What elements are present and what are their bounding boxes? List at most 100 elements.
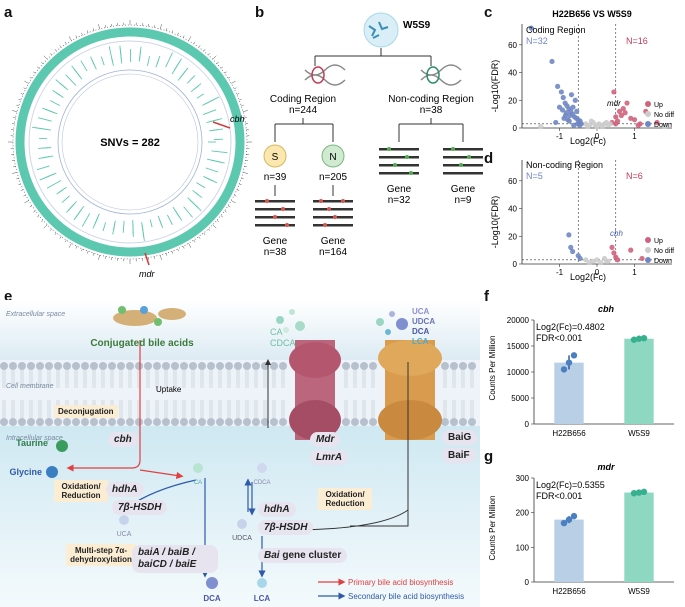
volcano-c-xlabel: Log2(Fc) (570, 136, 606, 146)
gene-stack-n (313, 199, 353, 227)
y-tick-label: 0 (513, 124, 518, 133)
category-label: H22B656 (552, 429, 586, 438)
y-tick-label: 40 (508, 205, 517, 214)
volcano-point (567, 112, 573, 119)
taurine-label: Taurine (16, 438, 48, 448)
volcano-c-title: H22B656 VS W5S9 (552, 9, 632, 19)
y-tick-label: 200 (516, 509, 530, 518)
y-tick-label: 100 (516, 543, 530, 552)
bar-g-annot-1: Log2(Fc)=0.5355 (536, 480, 605, 490)
volcano-point (635, 122, 641, 128)
volcano-point (549, 58, 555, 65)
bai-gene-cluster-pill: Bai gene cluster (258, 548, 348, 563)
panel-label-a: a (4, 4, 13, 21)
y-tick-label: 60 (508, 41, 517, 50)
category-label: H22B656 (552, 587, 586, 596)
replicate-point (635, 335, 643, 342)
volcano-c-ndown: N=32 (526, 36, 548, 46)
ca-top-label: CA (270, 327, 283, 337)
dca-label: DCA (203, 594, 221, 603)
volcano-point (553, 119, 559, 126)
volcano-point (654, 119, 660, 126)
volcano-point (558, 89, 564, 95)
udca-top-label: UDCA (412, 317, 435, 326)
volcano-point (622, 110, 628, 116)
cdca-molecule (257, 463, 267, 473)
x-tick-label: -1 (556, 132, 564, 141)
volcano-point (615, 257, 621, 263)
volcano-point (594, 257, 600, 263)
replicate-point (635, 489, 643, 496)
nonsynonymous-letter: N (329, 152, 336, 163)
legend-nodiff: No diff (654, 112, 674, 119)
snv-tree-diagram: W5S9 Coding Region n=244 Non-coding Regi… (255, 12, 483, 258)
volcano-point (618, 112, 624, 119)
y-tick-label: 10000 (507, 368, 530, 377)
gene-n-label: Gene (321, 236, 346, 247)
lca-molecule (257, 578, 267, 588)
uca-molecule (119, 515, 129, 525)
volcano-point (568, 92, 575, 98)
x-tick-label: 0 (595, 268, 600, 277)
coding-region-label: Coding Region (270, 94, 336, 105)
bar (554, 519, 584, 582)
volcano-point (639, 255, 645, 262)
gene-nc2-label: Gene (451, 184, 476, 195)
bar-g-annot-2: FDR<0.001 (536, 491, 582, 501)
gene-s-label: Gene (263, 236, 288, 247)
strain-label: W5S9 (403, 20, 431, 31)
volcano-point (609, 244, 615, 250)
y-tick-label: 0 (513, 260, 518, 269)
volcano-point (598, 260, 604, 266)
dca-molecule (206, 577, 218, 589)
lmra-pill: LmrA (310, 450, 349, 465)
legend-down: Down (654, 258, 672, 265)
panel-label-e: e (4, 288, 13, 305)
volcano-point (566, 118, 572, 124)
y-tick-label: 0 (525, 420, 530, 429)
volcano-point (571, 122, 577, 128)
gene-s-n: n=38 (264, 247, 287, 258)
category-label: W5S9 (628, 429, 650, 438)
replicate-point (560, 519, 568, 527)
volcano-d-annot: cbh (610, 229, 623, 238)
lca-top-label: LCA (412, 337, 429, 346)
circos-gene-cbh: cbh (230, 114, 245, 124)
bar-f-annot-2: FDR<0.001 (536, 333, 582, 343)
y-tick-label: 5000 (511, 394, 529, 403)
volcano-point (586, 260, 593, 266)
volcano-point (613, 114, 619, 120)
volcano-d-ylabel: -Log10(FDR) (490, 196, 500, 249)
baif-pill: BaiF (442, 448, 476, 463)
noncoding-region-label: Non-coding Region (388, 94, 474, 105)
volcano-c-region: Coding Region (526, 25, 586, 35)
circos-center-label: SNVs = 282 (100, 137, 160, 149)
volcano-point (538, 124, 544, 130)
glycine-molecule (46, 466, 58, 478)
bai-cluster-gene: Bai (264, 550, 280, 561)
x-tick-label: -1 (556, 268, 564, 277)
ca-molecule (193, 463, 203, 473)
gene-nc1-n: n=32 (388, 195, 411, 206)
secondary-dots-top (376, 311, 408, 335)
volcano-point (575, 253, 581, 259)
volcano-point (562, 112, 569, 119)
bar (554, 362, 584, 424)
category-label: W5S9 (628, 587, 650, 596)
volcano-point (566, 232, 572, 238)
replicate-point (565, 359, 573, 366)
replicate-point (565, 516, 573, 523)
volcano-point (661, 124, 668, 130)
y-tick-label: 15000 (507, 342, 530, 351)
volcano-d-nup: N=6 (626, 171, 643, 181)
gene-nc1-label: Gene (387, 184, 412, 195)
volcano-point (528, 25, 534, 31)
y-tick-label: 60 (508, 177, 517, 186)
volcano-d-ndown: N=5 (526, 171, 543, 181)
volcano-point (555, 83, 561, 89)
lca-label: LCA (254, 594, 271, 603)
